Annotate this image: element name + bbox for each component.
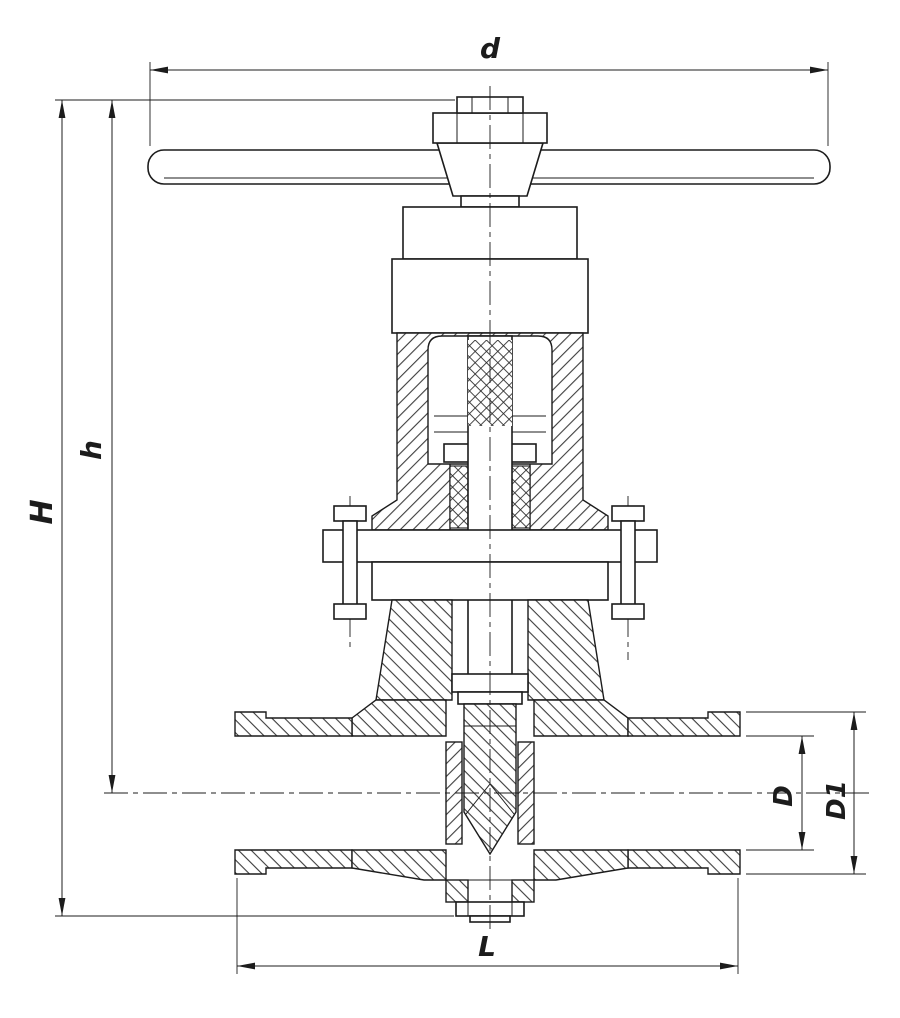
dimension-h-label: h: [75, 440, 108, 460]
body-top-wall-right: [533, 699, 629, 737]
disc-cone-line: [465, 783, 515, 815]
centerlines: [104, 86, 870, 932]
bonnet-neck: [375, 599, 605, 701]
dimension-h: h: [75, 100, 116, 793]
bolt-shank-right: [620, 520, 636, 609]
pipe-bottom-wall-left: [234, 849, 353, 875]
dimension-D1-label: D1: [822, 780, 852, 820]
neck-wall-right: [527, 599, 605, 701]
neck-wall-left: [375, 599, 453, 701]
boss-wall-left: [445, 879, 469, 903]
body-bottom-wall-right: [533, 849, 629, 881]
bolt-head-left: [333, 505, 367, 522]
dimension-H: H: [25, 99, 455, 917]
body-top-wall-left: [351, 699, 447, 737]
bolt-shank-left: [342, 520, 358, 609]
dimension-D1: D1: [746, 711, 866, 875]
dimension-D: D: [746, 735, 814, 851]
dimension-L: L: [236, 878, 739, 974]
packing-right: [511, 465, 531, 529]
pipe-bottom-wall-right: [627, 849, 741, 875]
body-bottom-wall-left: [351, 849, 447, 881]
handwheel: [147, 96, 831, 208]
dimension-d: d: [149, 32, 829, 146]
bolt-nut-left: [333, 603, 367, 620]
dimension-L-label: L: [478, 930, 496, 963]
dimension-D-label: D: [769, 785, 799, 807]
pipe-top-wall-left: [234, 711, 353, 737]
boss-wall-right: [511, 879, 535, 903]
dimension-H-label: H: [25, 499, 60, 524]
dimension-d-label: d: [480, 32, 501, 65]
bolt-nut-right: [611, 603, 645, 620]
bonnet: [371, 332, 609, 531]
bolt-head-right: [611, 505, 645, 522]
packing-left: [449, 465, 469, 529]
pipe-top-wall-right: [627, 711, 741, 737]
